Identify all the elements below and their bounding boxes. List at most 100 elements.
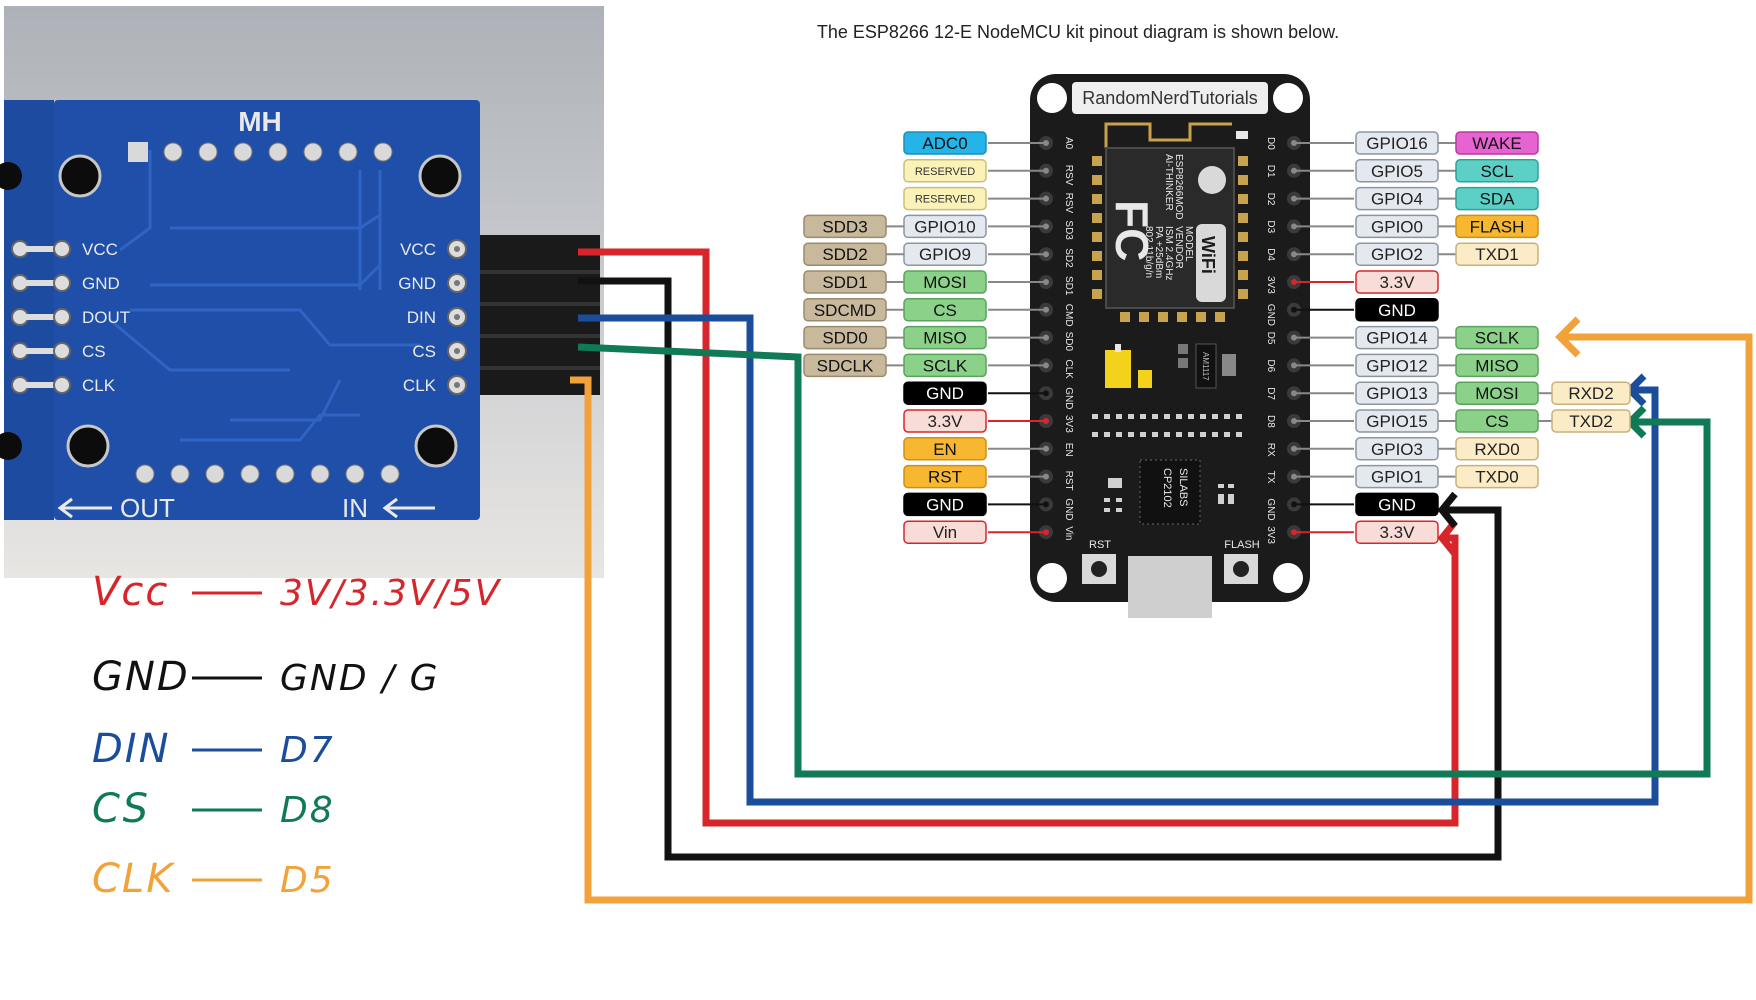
smd-pad: [1140, 432, 1146, 437]
module-in-pin-label: CLK: [403, 376, 437, 395]
board-pin-silkscreen: GND: [1265, 304, 1276, 326]
usb-port: [1128, 556, 1212, 618]
right-pin-gpio-label: GND: [1378, 495, 1416, 514]
left-pin-label: ADC0: [922, 134, 967, 153]
pin-lead-dot: [1291, 279, 1297, 285]
smd-pad: [1224, 414, 1230, 419]
legend-board-pin: GND / G: [280, 658, 439, 699]
pin-lead-dot: [1291, 445, 1297, 452]
wire-arrowhead: [1437, 519, 1458, 557]
right-pin-gpio-label-pill: [1355, 298, 1439, 322]
chip-marking: ESP8266MOD: [1173, 154, 1184, 220]
wire-gnd: [578, 277, 1502, 861]
wire-cs: [577, 343, 1711, 778]
module-logo: MH: [238, 106, 282, 137]
chip-marking: MODEL: [1183, 226, 1194, 262]
pin-lead-dot: [1043, 251, 1049, 258]
pin-lead-dot: [1043, 445, 1049, 452]
out-arrow-icon: [57, 497, 112, 519]
right-pin-func-label: FLASH: [1470, 217, 1525, 236]
right-pin-func-label: TXD1: [1475, 245, 1518, 264]
left-pin-label-pill: [903, 520, 987, 544]
right-pin-gpio-label: 3.3V: [1380, 273, 1416, 292]
module-castellation: [1120, 312, 1130, 322]
board-pin-silkscreen: 3V3: [1265, 276, 1276, 294]
module-castellation: [1238, 213, 1248, 223]
left-pin-label-pill: [903, 381, 987, 405]
chip-marking: 802.11b/g/n: [1143, 226, 1154, 278]
left-pin-label-pill: [903, 131, 987, 155]
left-pin-sd-label: SDCLK: [817, 356, 874, 375]
left-pin-label: RST: [928, 468, 962, 487]
pin-lead-dot: [1291, 251, 1297, 258]
module-in-label: IN: [342, 493, 368, 523]
module-castellation: [1092, 232, 1102, 242]
diagram-caption: The ESP8266 12-E NodeMCU kit pinout diag…: [817, 22, 1339, 42]
mounting-hole: [418, 154, 462, 198]
right-pin-func-label-pill: [1455, 131, 1539, 155]
module-castellation: [1238, 194, 1248, 204]
left-pin-sd-label: SDD0: [822, 329, 867, 348]
board-pin-silkscreen: D3: [1265, 220, 1276, 233]
right-pin-gpio-label: GPIO5: [1371, 162, 1423, 181]
right-pin-func-label-pill: [1455, 214, 1539, 239]
left-pin-label: GPIO10: [914, 217, 975, 236]
module-out-trace: [20, 246, 60, 252]
board-pcb: [1030, 74, 1310, 602]
module-in-pad-hole: [454, 280, 460, 286]
flash-button-label: FLASH: [1224, 539, 1260, 551]
right-pin-extra-label: RXD2: [1568, 384, 1613, 403]
chip-marking: ISM 2.4GHz: [1163, 226, 1174, 280]
voltage-regulator: [1195, 343, 1217, 389]
left-pin-sd-label: SDCMD: [814, 301, 876, 320]
left-pin-label-pill: [903, 409, 987, 433]
wire-vcc: [578, 248, 1459, 827]
smd-pad: [1188, 414, 1194, 419]
fc-logo: FC: [1106, 200, 1158, 261]
board-pin-silkscreen: D6: [1265, 359, 1276, 372]
pin-lead-dot: [1043, 418, 1049, 424]
smd-pad: [1200, 432, 1206, 437]
smd-pad: [1200, 414, 1206, 419]
right-pin-gpio-label: GND: [1378, 301, 1416, 320]
left-pin-label: Vin: [933, 523, 957, 542]
pin-lead-dot: [1043, 473, 1049, 480]
smd-pad: [1092, 414, 1098, 419]
right-pin-gpio-label: 3.3V: [1380, 523, 1416, 542]
smd-pad: [1092, 432, 1098, 437]
wires: [570, 248, 1753, 904]
module-out-trace: [20, 280, 60, 286]
chip-marking: PA +25dBm: [1153, 226, 1164, 278]
pin-lead-dot: [1291, 306, 1297, 313]
smd-pad: [1176, 432, 1182, 437]
right-pin-func-label-pill: [1455, 186, 1539, 211]
left-pin-label-pill: [903, 464, 987, 489]
board-pin-silkscreen: GND: [1265, 498, 1276, 520]
board-pin-silkscreen: 3V3: [1265, 526, 1276, 544]
right-pin-func-label-pill: [1455, 353, 1539, 378]
module-out-pin-label: VCC: [82, 240, 118, 259]
pin-lead-dot: [1043, 279, 1049, 285]
board-pin-silkscreen: D0: [1265, 137, 1276, 150]
pin-lead-dot: [1291, 223, 1297, 230]
board-pin-silkscreen: GND: [1063, 498, 1074, 520]
right-pin-gpio-label: GPIO1: [1371, 468, 1423, 487]
legend-board-pin: D8: [280, 790, 335, 831]
smd-pad: [1212, 414, 1218, 419]
module-out-pin-label: DOUT: [82, 308, 130, 327]
module-out-pin-label: CS: [82, 342, 106, 361]
right-pin-gpio-label: GPIO2: [1371, 245, 1423, 264]
left-pin-label: SCLK: [923, 356, 968, 375]
wifi-logo: [1196, 224, 1226, 302]
pin-lead-dot: [1043, 195, 1049, 202]
mounting-hole: [66, 424, 110, 468]
board-pin-silkscreen: EN: [1063, 443, 1074, 457]
left-pin-label-pill: [903, 186, 987, 211]
right-pin-gpio-label: GPIO13: [1366, 384, 1427, 403]
board-pin-silkscreen: D7: [1265, 387, 1276, 400]
legend-module-pin: Vcc: [92, 569, 169, 615]
board-pin-silkscreen: Vin: [1063, 526, 1074, 540]
board-pin-silkscreen: CLK: [1063, 359, 1074, 379]
module-out-trace: [20, 348, 60, 354]
